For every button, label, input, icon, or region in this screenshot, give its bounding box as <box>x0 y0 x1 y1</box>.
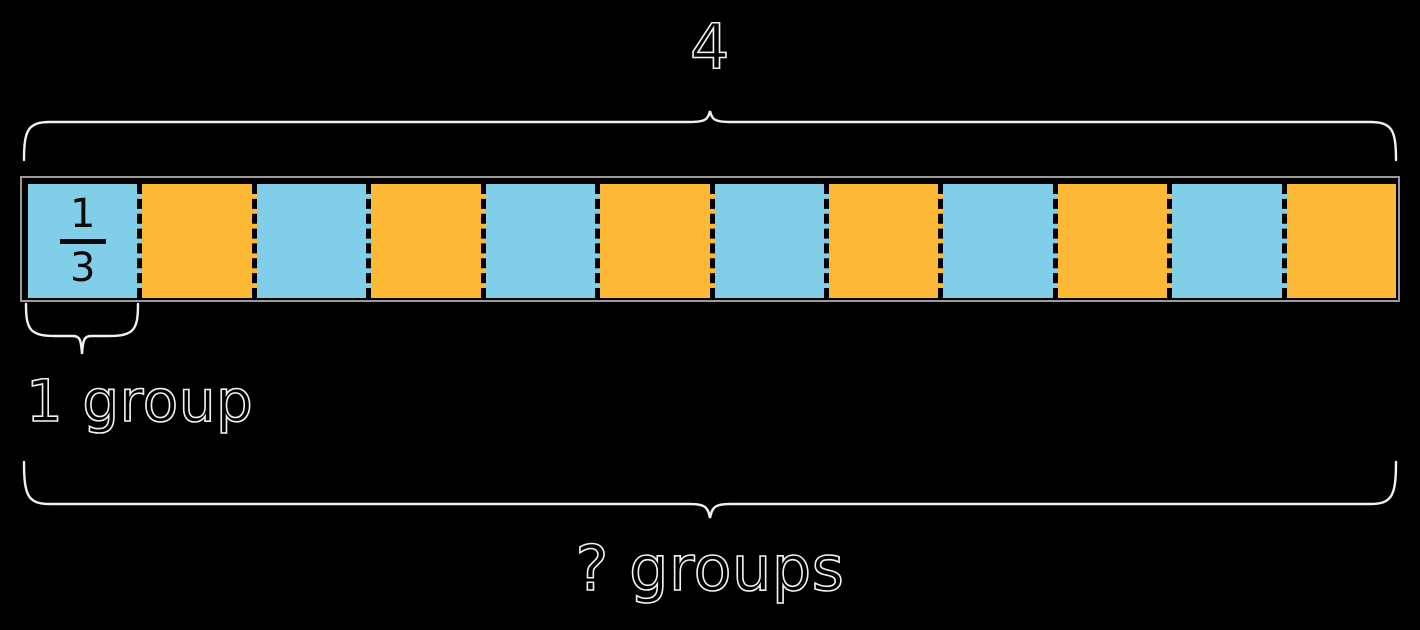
fraction-denominator: 3 <box>69 245 96 291</box>
top-brace-icon <box>22 110 1398 162</box>
top-brace <box>18 108 1402 164</box>
total-groups-brace <box>18 458 1402 522</box>
tape-cell <box>828 184 944 298</box>
total-groups-label: ? groups <box>575 532 845 605</box>
tape-cell <box>256 184 372 298</box>
tape-cell <box>714 184 829 298</box>
tape-cell <box>371 184 486 298</box>
tape-cell <box>485 184 601 298</box>
tape-bar: 1 3 <box>28 184 1397 298</box>
fraction-bar <box>59 239 106 244</box>
fraction-one-third: 1 3 <box>59 191 106 291</box>
one-group-label: 1 group <box>25 367 254 435</box>
fraction-numerator: 1 <box>69 191 96 237</box>
tape-cell <box>1057 184 1173 298</box>
first-group-brace <box>18 300 158 360</box>
tape-cell <box>1172 184 1287 298</box>
tape-cell <box>943 184 1058 298</box>
tape-cell <box>142 184 257 298</box>
first-group-brace-icon <box>24 302 140 355</box>
total-length-label: 4 <box>689 10 730 83</box>
total-groups-brace-icon <box>22 460 1398 519</box>
tape-cell <box>600 184 715 298</box>
tape-cell <box>1286 184 1397 298</box>
tape-cell: 1 3 <box>28 184 143 298</box>
tape-bar-frame: 1 3 <box>20 176 1400 302</box>
